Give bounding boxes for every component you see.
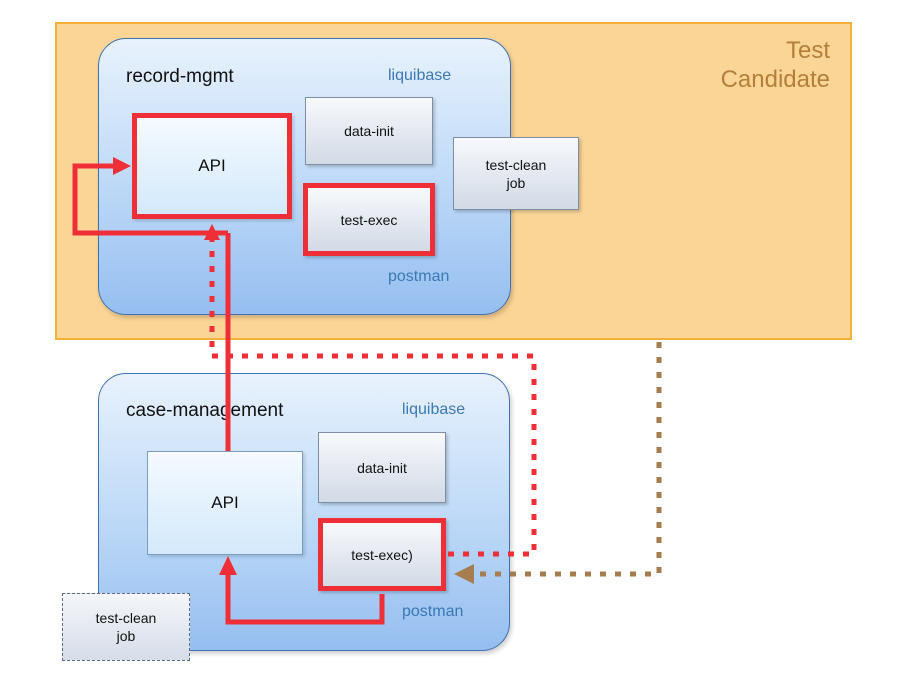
- case-management-test-exec-node: test-exec): [318, 518, 446, 591]
- case-management-title: case-management: [126, 400, 284, 421]
- record-api-loop-connector: [72, 163, 228, 236]
- candidate-test-clean-job-node: test-clean job: [453, 137, 579, 210]
- external-test-clean-job-node: test-clean job: [62, 593, 190, 661]
- candidate-test-clean-job-line2: job: [506, 174, 526, 191]
- case-management-api-node: API: [147, 451, 303, 555]
- record-api-dotted-arrowhead: [204, 224, 220, 240]
- candidate-test-clean-job-line1: test-clean: [485, 156, 547, 173]
- record-mgmt-postman-label: postman: [388, 268, 450, 285]
- record-mgmt-api-node: API: [132, 113, 292, 219]
- test-candidate-label-line1: Test: [785, 37, 830, 64]
- trigger-dotted-connector: [472, 342, 662, 577]
- test-candidate-label-line2: Candidate: [720, 66, 830, 93]
- external-test-clean-job-line1: test-clean: [95, 610, 157, 626]
- case-management-postman-label: postman: [402, 603, 464, 620]
- case-management-data-init-node: data-init: [318, 432, 446, 503]
- case-api-arrowhead: [219, 556, 237, 575]
- record-mgmt-test-exec-node: test-exec: [303, 183, 435, 256]
- external-test-clean-job-line2: job: [116, 628, 136, 644]
- test-candidate-label: Test Candidate: [721, 36, 830, 94]
- trigger-arrowhead: [454, 564, 474, 584]
- record-mgmt-title: record-mgmt: [126, 66, 234, 87]
- record-mgmt-data-init-node: data-init: [305, 97, 433, 165]
- record-api-loop-arrowhead: [113, 157, 131, 175]
- case-api-connector: [225, 566, 385, 625]
- test-exec-dotted-route: [209, 238, 537, 557]
- case-management-liquibase-label: liquibase: [402, 401, 466, 418]
- record-mgmt-liquibase-label: liquibase: [388, 67, 452, 84]
